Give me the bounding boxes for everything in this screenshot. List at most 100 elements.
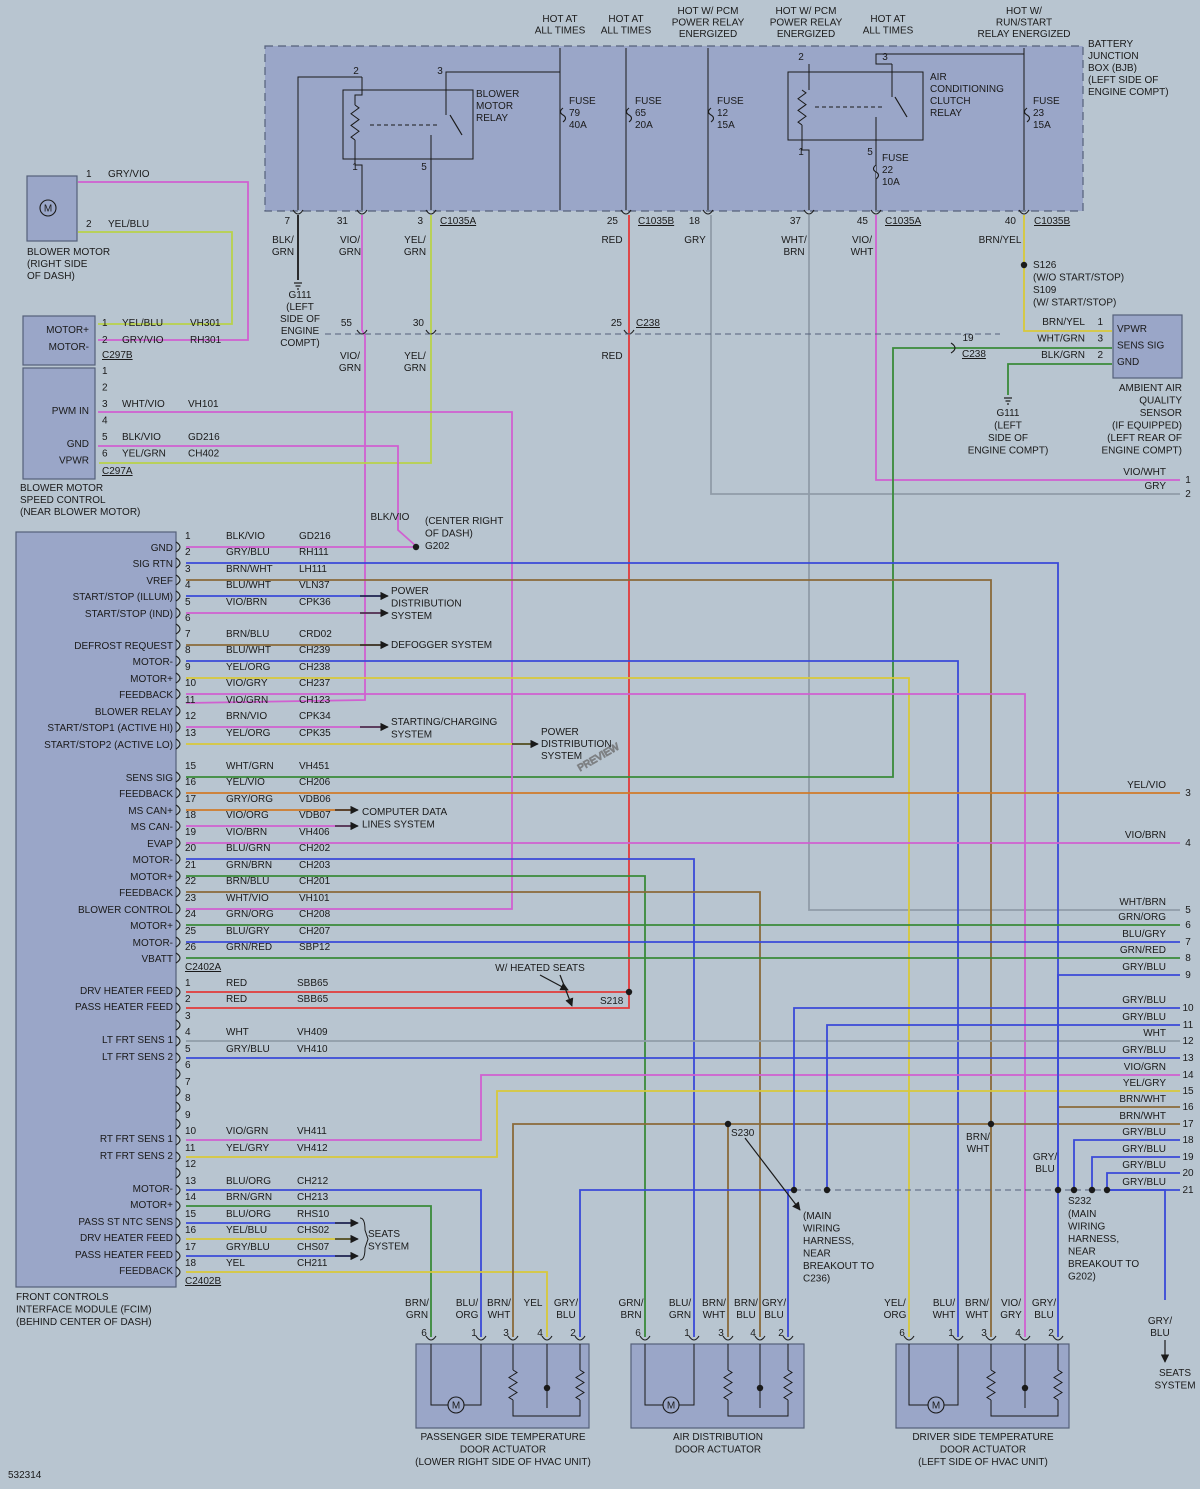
fcim-pin: 5 xyxy=(185,597,191,608)
aaq-pin: 3 xyxy=(1097,334,1103,345)
bjb-wire-color: BLK/ xyxy=(272,235,294,246)
offpage-number: 10 xyxy=(1182,1003,1194,1014)
bmsc-pin-label: GND xyxy=(67,439,89,450)
fuse-label: 15A xyxy=(717,120,735,131)
fcim-pin-label: VBATT xyxy=(142,954,173,965)
fcim-pin-label: MOTOR- xyxy=(133,657,173,668)
blower-relay-label: RELAY xyxy=(476,113,508,124)
seats-right-label: SEATS xyxy=(1159,1368,1191,1379)
fcim-pin: 20 xyxy=(185,843,197,854)
g111-right-label: (LEFT xyxy=(994,421,1022,432)
fcim-pin: 4 xyxy=(185,580,191,591)
fcim-pin-label: DRV HEATER FEED xyxy=(80,986,173,997)
actuator-pin: 2 xyxy=(570,1328,576,1339)
seats-right-color: BLU xyxy=(1150,1328,1169,1339)
bjb-wire-color: RED xyxy=(601,235,622,246)
fcim-label: FRONT CONTROLS xyxy=(16,1292,109,1303)
ac-relay-label: RELAY xyxy=(930,108,962,119)
relay-switch xyxy=(894,96,908,118)
actuator-resistor xyxy=(783,1369,793,1401)
actuator-connector-mark xyxy=(754,1335,766,1341)
fcim-pin: 24 xyxy=(185,909,197,920)
s230-dot xyxy=(724,1120,732,1128)
fuse xyxy=(625,107,633,123)
fcim-connector-mark xyxy=(175,804,181,816)
system-power-dist2: DISTRIBUTION xyxy=(541,739,612,750)
ac-relay-label: CONDITIONING xyxy=(930,84,1004,95)
aaq-pin-label: GND xyxy=(1117,357,1139,368)
offpage-number: 20 xyxy=(1182,1168,1194,1179)
motor-symbol: M xyxy=(44,204,52,215)
fcim-pin: 25 xyxy=(185,926,197,937)
seats-right-label: SYSTEM xyxy=(1154,1381,1195,1392)
offpage-number: 4 xyxy=(1185,838,1191,849)
actuator-wire-color: WHT xyxy=(966,1310,989,1321)
g202-label: G202 xyxy=(425,541,450,552)
fcim-pin-label: START/STOP (IND) xyxy=(85,609,173,620)
fcim-pin: 8 xyxy=(185,645,191,656)
fuse-label: FUSE xyxy=(635,96,662,107)
fcim-wire-color: BRN/VIO xyxy=(226,711,267,722)
bmsc-color: BLK/VIO xyxy=(122,432,161,443)
fcim-connector-mark xyxy=(175,1266,181,1278)
bjb-pin: 45 xyxy=(857,216,869,227)
bjb-internal xyxy=(354,77,363,105)
bjb-label: JUNCTION xyxy=(1088,51,1139,62)
fcim-pin: 18 xyxy=(185,810,197,821)
door-actuator xyxy=(895,1343,1070,1429)
fcim-pin: 4 xyxy=(185,1027,191,1038)
s232-label: HARNESS, xyxy=(1068,1234,1119,1245)
fcim-pin-label: BLOWER CONTROL xyxy=(78,905,173,916)
supply-label: RUN/START xyxy=(996,18,1052,29)
fcim-pin: 2 xyxy=(185,994,191,1005)
fcim-wire-color: YEL/GRY xyxy=(226,1143,269,1154)
fcim-connector-mark xyxy=(175,837,181,849)
bjb-wire-color: BRN xyxy=(783,247,804,258)
actuator-label: AIR DISTRIBUTION xyxy=(673,1432,763,1443)
system-computer: LINES SYSTEM xyxy=(362,820,435,831)
fcim-circuit: CPK34 xyxy=(299,711,331,722)
fuse xyxy=(707,107,715,123)
actuator-wire-color: BLU/ xyxy=(456,1298,478,1309)
bmsc-label: SPEED CONTROL xyxy=(20,495,106,506)
actuator-wire-color: GRY/ xyxy=(1032,1298,1056,1309)
blower-motor-label: (RIGHT SIDE xyxy=(27,259,88,270)
fcim-wire-color: VIO/GRY xyxy=(226,678,268,689)
fcim-wire-color: YEL xyxy=(226,1258,245,1269)
s126-label: (W/O START/STOP) xyxy=(1033,273,1124,284)
fcim-circuit: LH111 xyxy=(299,564,327,575)
supply-label: ALL TIMES xyxy=(863,26,914,37)
bjb-wire-color: GRN xyxy=(339,247,361,258)
fcim-wire-color: YEL/BLU xyxy=(226,1225,267,1236)
supply-label: HOT W/ PCM xyxy=(678,6,739,17)
blower-motor-symbol xyxy=(39,199,57,217)
wire-brn-yel xyxy=(1023,215,1112,332)
fuse-label: FUSE xyxy=(882,153,909,164)
system-computer: COMPUTER DATA xyxy=(362,807,448,818)
relay-pin: 5 xyxy=(421,162,427,173)
actuator-wire-color: WHT xyxy=(703,1310,726,1321)
fuse-label: 22 xyxy=(882,165,894,176)
blower-motor-label: OF DASH) xyxy=(27,271,75,282)
c238-pin: 19 xyxy=(962,333,974,344)
fcim-circuit: CH211 xyxy=(297,1258,328,1269)
actuator-wire-color: BLU xyxy=(1034,1310,1053,1321)
fcim-circuit: CH212 xyxy=(297,1176,329,1187)
fcim-wire-color: BLU/WHT xyxy=(226,580,271,591)
fcim-circuit: RH111 xyxy=(299,547,329,558)
supply-label: HOT AT xyxy=(608,14,643,25)
fcim-pin: 23 xyxy=(185,893,197,904)
aaq-label: SENSOR xyxy=(1140,408,1182,419)
actuator-resistor xyxy=(723,1369,733,1401)
battery-junction-box xyxy=(264,45,1084,212)
blower-motor-pin: 2 xyxy=(86,219,92,230)
bmsc-circuit: VH301 xyxy=(190,318,221,329)
actuator-label: DOOR ACTUATOR xyxy=(675,1445,761,1456)
bmsc-color: GRY/VIO xyxy=(122,335,164,346)
fcim-pin: 16 xyxy=(185,777,197,788)
supply-label: RELAY ENERGIZED xyxy=(978,29,1071,40)
fcim-connector-mark xyxy=(175,771,181,783)
actuator-wire-color: VIO/ xyxy=(1001,1298,1021,1309)
fcim-connector-mark xyxy=(175,1167,181,1179)
fcim-wire-color: BRN/BLU xyxy=(226,629,269,640)
